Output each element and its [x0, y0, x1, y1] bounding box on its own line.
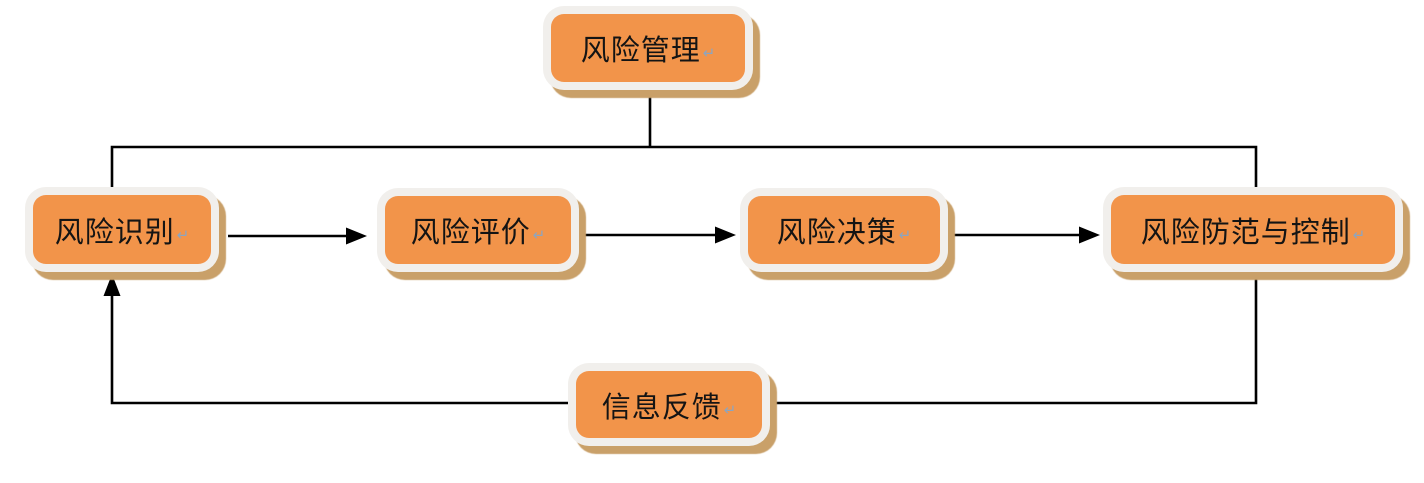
node-risk-evaluation[interactable]: 风险评价 ↵ [377, 188, 579, 272]
paragraph-return-mark: ↵ [723, 400, 737, 419]
arrowhead-evaluation-decision [715, 226, 736, 244]
node-risk-identification[interactable]: 风险识别 ↵ [25, 187, 219, 272]
node-risk-management[interactable]: 风险管理 ↵ [543, 6, 753, 90]
node-risk-management-fill: 风险管理 ↵ [551, 14, 745, 82]
node-risk-identification-label: 风险识别 [54, 214, 175, 249]
paragraph-return-mark: ↵ [898, 226, 912, 244]
arrowhead-decision-prevention [1079, 226, 1100, 244]
connector-top-tbar [110, 145, 1258, 190]
arrowhead-feedback-identification [103, 274, 121, 296]
node-risk-identification-fill: 风险识别 ↵ [33, 195, 211, 264]
node-risk-evaluation-fill: 风险评价 ↵ [385, 196, 571, 264]
node-risk-management-label: 风险管理 [580, 33, 701, 67]
arrowhead-identification-evaluation [346, 227, 367, 245]
node-risk-prevention-control-fill: 风险防范与控制 ↵ [1111, 195, 1395, 264]
node-risk-prevention-control-label: 风险防范与控制 [1140, 214, 1351, 249]
node-risk-decision-fill: 风险决策 ↵ [748, 196, 940, 264]
paragraph-return-mark: ↵ [702, 44, 716, 62]
paragraph-return-mark: ↵ [176, 225, 190, 244]
paragraph-return-mark: ↵ [532, 226, 546, 244]
node-information-feedback-fill: 信息反馈 ↵ [576, 371, 762, 438]
node-risk-evaluation-label: 风险评价 [410, 215, 531, 249]
node-risk-prevention-control[interactable]: 风险防范与控制 ↵ [1103, 187, 1403, 272]
node-information-feedback-label: 信息反馈 [601, 389, 722, 424]
paragraph-return-mark: ↵ [1352, 225, 1366, 244]
node-risk-decision[interactable]: 风险决策 ↵ [740, 188, 948, 272]
node-information-feedback[interactable]: 信息反馈 ↵ [568, 363, 770, 446]
node-risk-decision-label: 风险决策 [776, 215, 897, 249]
